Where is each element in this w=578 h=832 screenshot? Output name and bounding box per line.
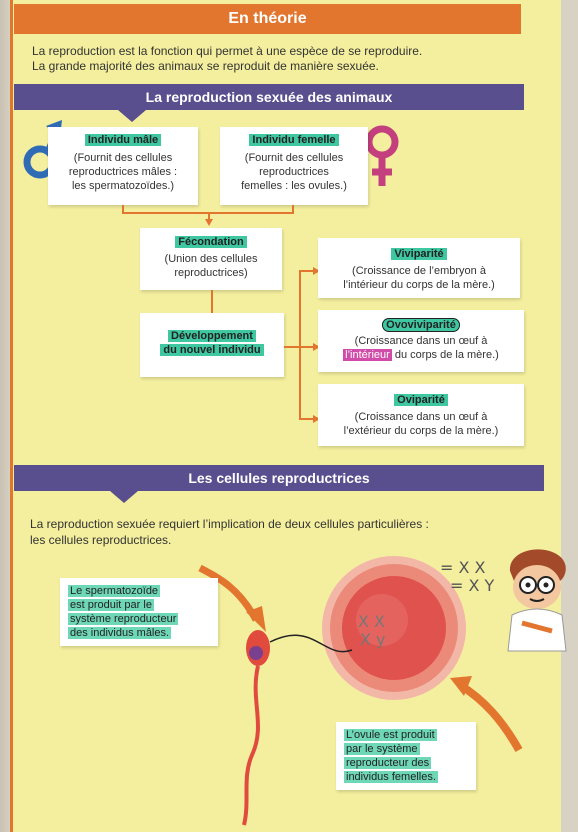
cells-line-2: les cellules reproductrices. bbox=[30, 533, 172, 547]
connector-line bbox=[208, 212, 210, 220]
arrow-right-icon bbox=[313, 415, 320, 423]
card-developpement: Développement du nouvel individu bbox=[140, 313, 284, 377]
fecondation-title: Fécondation bbox=[175, 236, 247, 248]
handwritten-chromosome-2: X y bbox=[360, 630, 386, 649]
male-title: Individu mâle bbox=[84, 134, 162, 146]
intro-line-2: La grande majorité des animaux se reprod… bbox=[32, 59, 379, 73]
connector-line bbox=[299, 270, 315, 272]
page-header: En théorie bbox=[14, 4, 521, 34]
viviparite-line-2: l’intérieur du corps de la mère.) bbox=[343, 279, 495, 291]
arrow-down-icon bbox=[205, 219, 213, 226]
arrow-right-icon bbox=[313, 267, 320, 275]
connector-line bbox=[299, 270, 301, 420]
handwritten-xy: = X Y bbox=[450, 576, 495, 595]
interieur-highlight: l’intérieur bbox=[343, 349, 392, 361]
sperm-line-2: est produit par le bbox=[68, 599, 154, 611]
ovoviviparite-line-2: l’intérieur du corps de la mère.) bbox=[318, 348, 524, 362]
cells-line-1: La reproduction sexuée requiert l’implic… bbox=[30, 517, 429, 531]
card-male: Individu mâle (Fournit des cellules repr… bbox=[48, 127, 198, 205]
fecondation-line-2: reproductrices) bbox=[174, 267, 248, 279]
section-band-reproduction: La reproduction sexuée des animaux bbox=[14, 84, 524, 110]
band-tail bbox=[118, 110, 146, 122]
male-line-2: reproductrices mâles : bbox=[68, 166, 178, 178]
card-female: Individu femelle (Fournit des cellules r… bbox=[220, 127, 368, 205]
card-viviparite: Viviparité (Croissance de l’embryon à l’… bbox=[318, 238, 520, 298]
ovule-line-3: reproducteur des bbox=[344, 757, 432, 769]
card-ovoviviparite: Ovoviviparité (Croissance dans un œuf à … bbox=[318, 310, 524, 372]
connector-line bbox=[122, 205, 124, 213]
connector-line bbox=[284, 346, 300, 348]
connector-line bbox=[299, 346, 315, 348]
fecondation-line-1: (Union des cellules bbox=[164, 253, 258, 265]
sperm-label-box: Le spermatozoïde est produit par le syst… bbox=[60, 578, 218, 646]
sperm-line-1: Le spermatozoïde bbox=[68, 585, 161, 597]
ovoviviparite-line-2-rest: du corps de la mère.) bbox=[391, 349, 499, 361]
developpement-line-2: du nouvel individu bbox=[160, 344, 264, 356]
intro-text: La reproduction est la fonction qui perm… bbox=[32, 44, 532, 74]
male-line-1: (Fournit des cellules bbox=[73, 152, 173, 164]
connector-line bbox=[211, 290, 213, 314]
card-oviparite: Oviparité (Croissance dans un œuf à l’ex… bbox=[318, 384, 524, 446]
ovoviviparite-title: Ovoviviparité bbox=[382, 318, 460, 332]
header-title: En théorie bbox=[228, 10, 307, 27]
oviparite-title: Oviparité bbox=[394, 394, 448, 406]
ovule-label-box: L’ovule est produit par le système repro… bbox=[336, 722, 476, 790]
developpement-line-1: Développement bbox=[168, 330, 256, 342]
scientist-cartoon-icon bbox=[507, 549, 567, 652]
handwritten-xx: = X X bbox=[440, 558, 486, 577]
band-tail bbox=[110, 491, 138, 503]
card-fecondation: Fécondation (Union des cellules reproduc… bbox=[140, 228, 282, 290]
viviparite-line-1: (Croissance de l’embryon à bbox=[352, 265, 486, 277]
handwritten-chromosome-1: X X bbox=[358, 612, 386, 631]
viviparite-title: Viviparité bbox=[391, 248, 447, 260]
female-line-1: (Fournit des cellules bbox=[244, 152, 344, 164]
section-band-cells: Les cellules reproductrices bbox=[14, 465, 544, 491]
sperm-line-4: des individus mâles. bbox=[68, 627, 172, 639]
cells-illustration bbox=[198, 556, 523, 826]
section-title-cells: Les cellules reproductrices bbox=[188, 470, 370, 486]
female-line-3: femelles : les ovules.) bbox=[241, 180, 347, 192]
male-line-3: les spermatozoïdes.) bbox=[71, 180, 175, 192]
connector-line bbox=[292, 205, 294, 213]
female-title: Individu femelle bbox=[249, 134, 339, 146]
arrow-right-icon bbox=[313, 343, 320, 351]
oviparite-line-1: (Croissance dans un œuf à bbox=[354, 411, 488, 423]
sperm-line-3: système reproducteur bbox=[68, 613, 179, 625]
ovule-line-4: individus femelles. bbox=[344, 771, 438, 783]
intro-line-1: La reproduction est la fonction qui perm… bbox=[32, 44, 423, 58]
ovule-line-1: L’ovule est produit bbox=[344, 729, 437, 741]
female-line-2: reproductrices bbox=[259, 166, 329, 178]
female-symbol-icon bbox=[365, 125, 399, 186]
ovule-line-2: par le système bbox=[344, 743, 420, 755]
section-title-reproduction: La reproduction sexuée des animaux bbox=[145, 89, 393, 105]
connector-line bbox=[299, 418, 315, 420]
cells-intro-text: La reproduction sexuée requiert l’implic… bbox=[30, 516, 540, 548]
oviparite-line-2: l’extérieur du corps de la mère.) bbox=[343, 425, 499, 437]
ovoviviparite-line-1: (Croissance dans un œuf à bbox=[354, 335, 488, 347]
